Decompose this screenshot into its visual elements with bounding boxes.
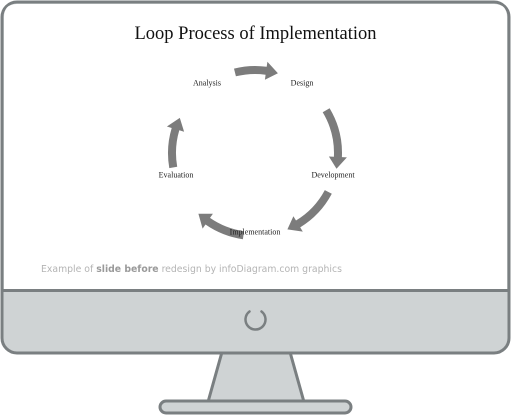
- step-label-development: Development: [311, 170, 355, 180]
- step-label-implementation: Implementation: [229, 227, 281, 237]
- caption-highlight: slide before: [96, 264, 159, 275]
- step-label-evaluation: Evaluation: [158, 170, 194, 180]
- step-label-analysis: Analysis: [193, 78, 221, 88]
- caption-text: Example of slide before redesign by info…: [41, 264, 342, 275]
- arrow-design-to-development: [322, 108, 347, 169]
- arrow-evaluation-to-analysis: [166, 117, 185, 169]
- monitor-screen: [4, 4, 507, 290]
- caption-prefix: Example of: [41, 264, 97, 275]
- power-icon: [244, 310, 267, 331]
- arrow-analysis-to-design: [234, 61, 278, 80]
- arrow-implementation-to-evaluation: [198, 213, 244, 240]
- caption-suffix: redesign by infoDiagram.com graphics: [158, 264, 342, 275]
- arrow-development-to-implementation: [287, 190, 332, 232]
- monitor-base: [158, 399, 353, 415]
- step-label-design: Design: [290, 78, 314, 88]
- monitor-stand: [206, 350, 306, 404]
- slide-title: Loop Process of Implementation: [134, 24, 377, 44]
